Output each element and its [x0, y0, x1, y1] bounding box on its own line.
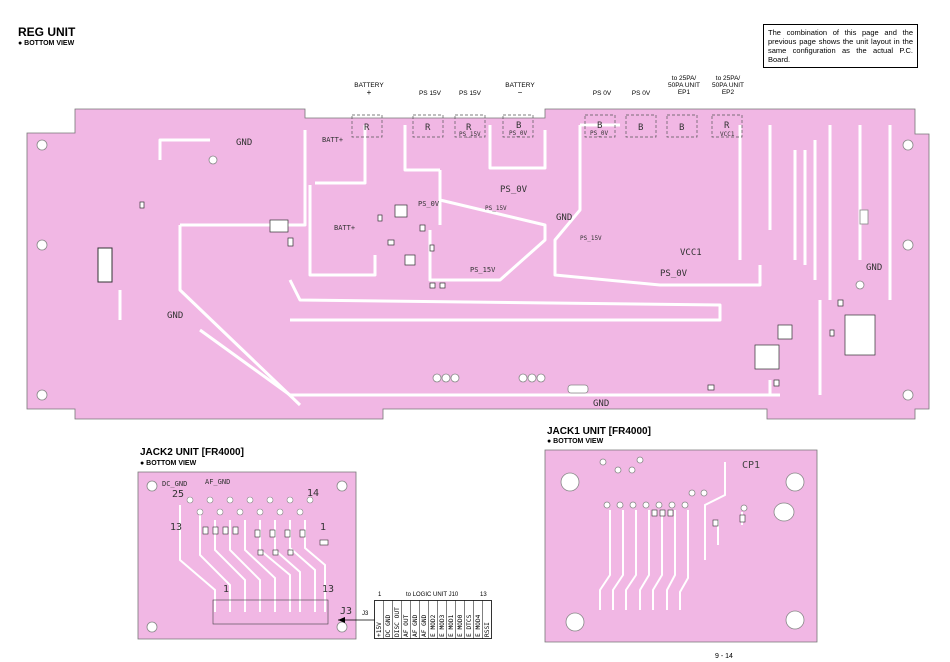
pcb-r-3: R [466, 123, 472, 133]
pcb-batt-plus-1: BATT+ [322, 136, 343, 144]
pcb-r-2: R [425, 123, 431, 133]
connector-pin-label: E MOD0 [457, 614, 464, 637]
label-ps15v-2: PS 15V [458, 90, 482, 97]
pcb-gnd-3: GND [556, 213, 572, 223]
jack1-view: ● BOTTOM VIEW [547, 438, 604, 445]
connector-pin-label: E MOD3 [439, 614, 446, 637]
connector-pin-label: RSSI [484, 622, 491, 637]
connector-pin-label: E MOD2 [430, 614, 437, 637]
pcb-gnd-1: GND [236, 138, 252, 148]
label-battery-plus: BATTERY + [354, 82, 384, 97]
jack2-af-gnd: AF_GND [205, 478, 230, 486]
jack2-view: ● BOTTOM VIEW [140, 460, 197, 467]
pcb-batt-plus-2: BATT+ [334, 224, 355, 232]
pcb-vcc1: VCC1 [680, 248, 702, 258]
pcb-gnd-5: GND [593, 399, 609, 409]
label-ps0v-1: PS 0V [592, 90, 612, 97]
jack2-pin-13-bottom: 13 [322, 584, 334, 595]
jack2-pin-1-right: 1 [320, 522, 326, 533]
jack2-pin-25: 25 [172, 489, 184, 500]
connector-j3-label: J3 [362, 611, 369, 617]
jack2-pin-14: 14 [307, 488, 319, 499]
pcb-b-2: B [597, 121, 602, 131]
label-to-ep1: to 25PA/ 50PA UNIT EP1 [667, 75, 701, 96]
jack2-pin-13-left: 13 [170, 522, 182, 533]
connector-pin-label: AF GND [412, 614, 419, 637]
pcb-b-3: B [638, 123, 643, 133]
pcb-gnd-2: GND [167, 311, 183, 321]
jack2-title: JACK2 UNIT [FR4000] [140, 447, 244, 458]
pcb-ps15v-right: PS_15V [580, 235, 602, 242]
page-number: 9 - 14 [715, 653, 733, 660]
pcb-ps0v-small: PS_0V [418, 200, 440, 208]
pcb-gnd-4: GND [866, 263, 882, 273]
connector-pin-label: E MOD1 [448, 614, 455, 637]
label-battery-minus: BATTERY − [505, 82, 535, 97]
pcb-ps0v-mid: PS_0V [500, 185, 528, 195]
pcb-ps15v-low: PS_15V [470, 266, 496, 274]
label-ps0v-2: PS 0V [631, 90, 651, 97]
connector-end: 13 [480, 592, 487, 598]
connector-pin-label: DC GND [385, 614, 392, 637]
connector-pin-label: E DTCS [466, 614, 473, 637]
jack2-pin-1-bottom: 1 [223, 584, 229, 595]
connector-pin-label: E MOD4 [475, 614, 482, 637]
jack2-j3: J3 [340, 606, 352, 617]
pcb-r-1: R [364, 123, 370, 133]
pcb-ps0v-top-1: PS_0V [509, 130, 527, 137]
pcb-b-4: B [679, 123, 684, 133]
pcb-b-1: B [516, 121, 521, 131]
reg-unit-title: REG UNIT [18, 25, 76, 39]
connector-pin-label: AF GND [421, 614, 428, 637]
jack1-title: JACK1 UNIT [FR4000] [547, 426, 651, 437]
pcb-ps0v-top-2: PS_0V [590, 130, 608, 137]
label-ps15v-1: PS 15V [418, 90, 442, 97]
jack1-cp1: CP1 [742, 460, 760, 471]
layout-note: The combination of this page and the pre… [763, 24, 918, 68]
pcb-ps15v-mid: PS_15V [485, 205, 507, 212]
connector-pin-label: AF OUT [403, 614, 410, 637]
connector-pin-label: DISC OUT [394, 607, 401, 637]
jack2-dc-gnd: DC_GND [162, 480, 187, 488]
pcb-ps15v-top: PS_15V [459, 131, 481, 138]
label-to-ep2: to 25PA/ 50PA UNIT EP2 [711, 75, 745, 96]
pcb-r-4: R [724, 121, 730, 131]
connector-start: 1 [378, 592, 382, 598]
pcb-vcc1-top: VCC1 [720, 131, 735, 138]
connector-dest: to LOGIC UNIT J10 [406, 592, 459, 598]
reg-unit-view: ● BOTTOM VIEW [18, 40, 75, 47]
pcb-ps0v-low: PS_0V [660, 269, 688, 279]
connector-pin-label: +15V [376, 622, 383, 637]
